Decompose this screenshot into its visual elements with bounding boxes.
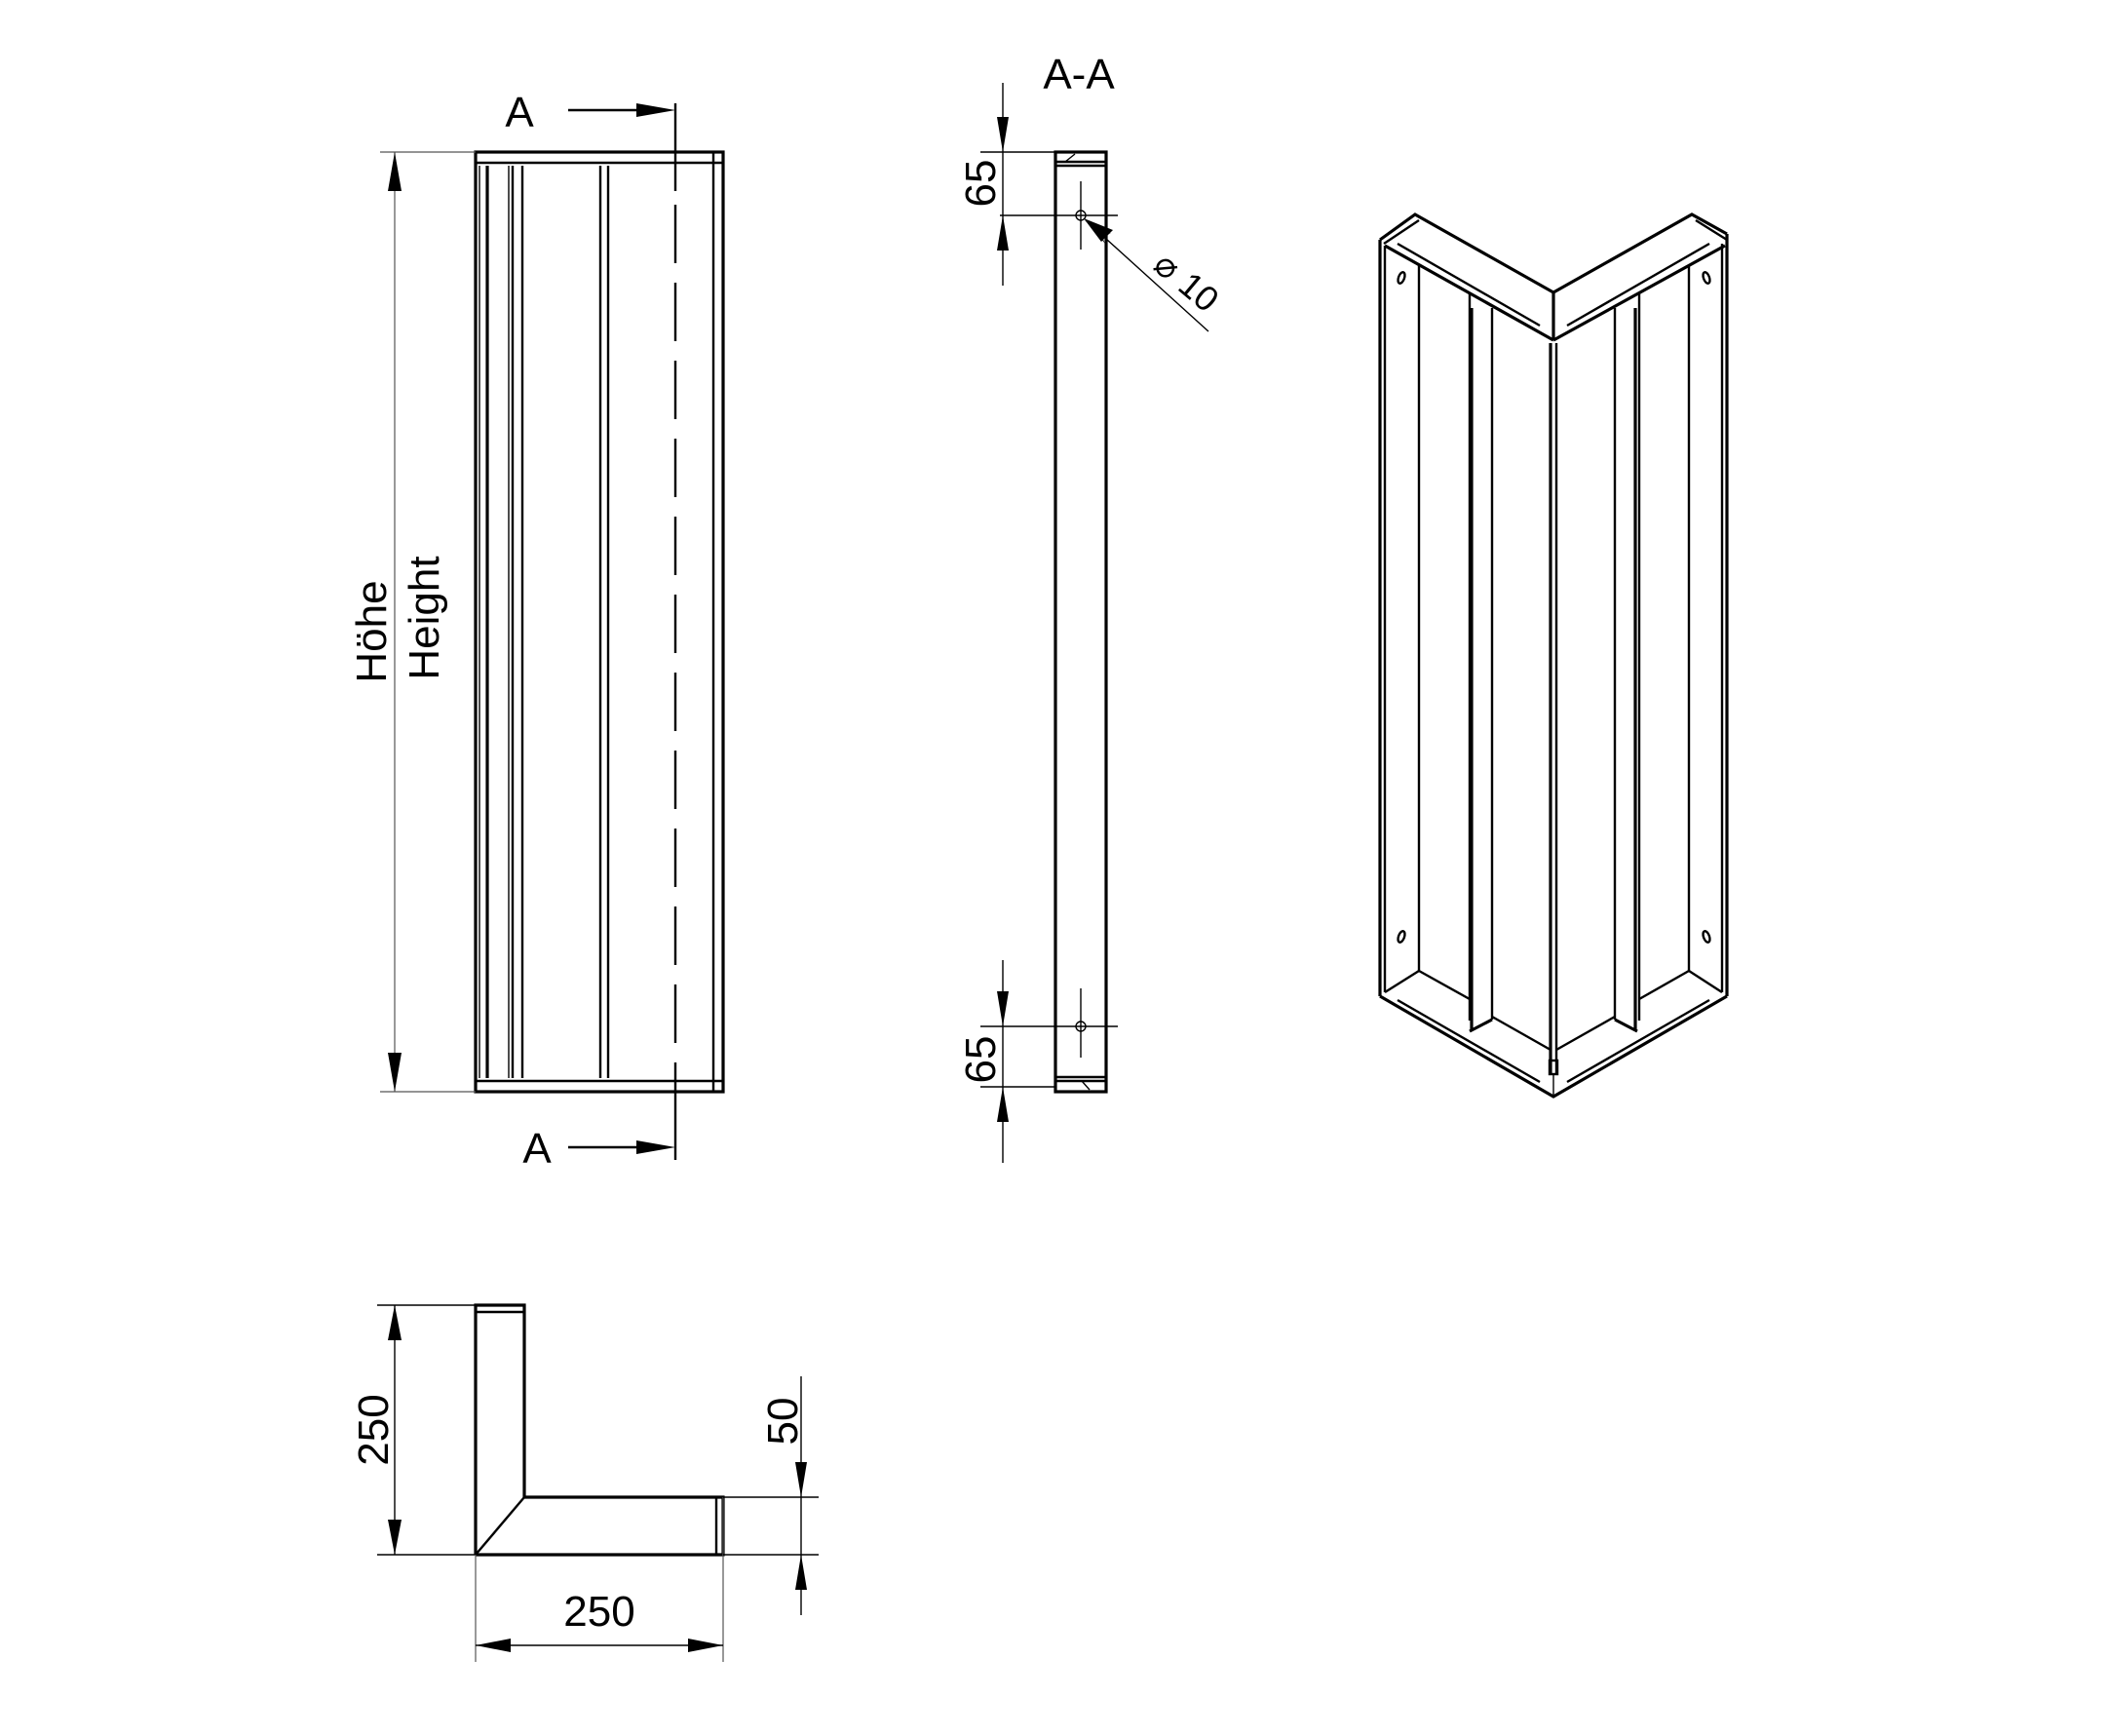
dim-plan-width: 250: [563, 1588, 634, 1636]
iso-hole-top-left: [1397, 271, 1406, 285]
isometric-view: [1378, 212, 1729, 1099]
iso-hole-bottom-left: [1397, 930, 1406, 944]
dim-top-65: 65: [957, 160, 1005, 208]
front-view: A A Höhe Height: [348, 89, 725, 1173]
iso-hole-bottom-right: [1702, 930, 1711, 944]
section-title: A-A: [1043, 51, 1115, 98]
iso-hole-top-right: [1702, 271, 1711, 285]
height-label-de: Höhe: [348, 580, 396, 682]
dim-plan-flange: 50: [759, 1398, 807, 1446]
height-label-en: Height: [401, 556, 448, 679]
section-view: A-A 65 65 ⌀ 10: [957, 51, 1227, 1163]
dim-plan-depth: 250: [350, 1394, 398, 1465]
section-marker-bottom: A: [522, 1125, 552, 1173]
front-outer-frame: [474, 150, 725, 1094]
plan-view: 250 250 50: [350, 1303, 819, 1662]
section-marker-top: A: [505, 89, 534, 136]
diameter-value: 10: [1171, 264, 1227, 320]
section-profile: [1054, 150, 1108, 1094]
dim-bottom-65: 65: [957, 1036, 1005, 1084]
